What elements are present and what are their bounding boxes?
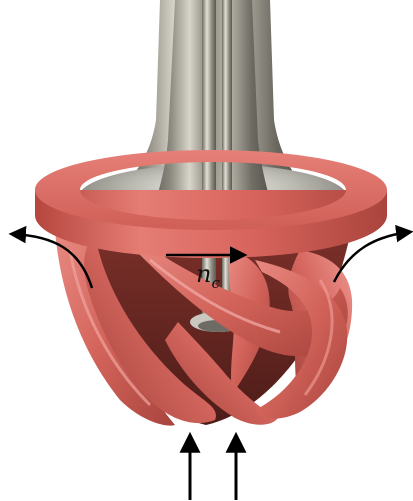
rotation-symbol: n <box>196 260 211 288</box>
rotation-subscript: c <box>211 274 220 292</box>
